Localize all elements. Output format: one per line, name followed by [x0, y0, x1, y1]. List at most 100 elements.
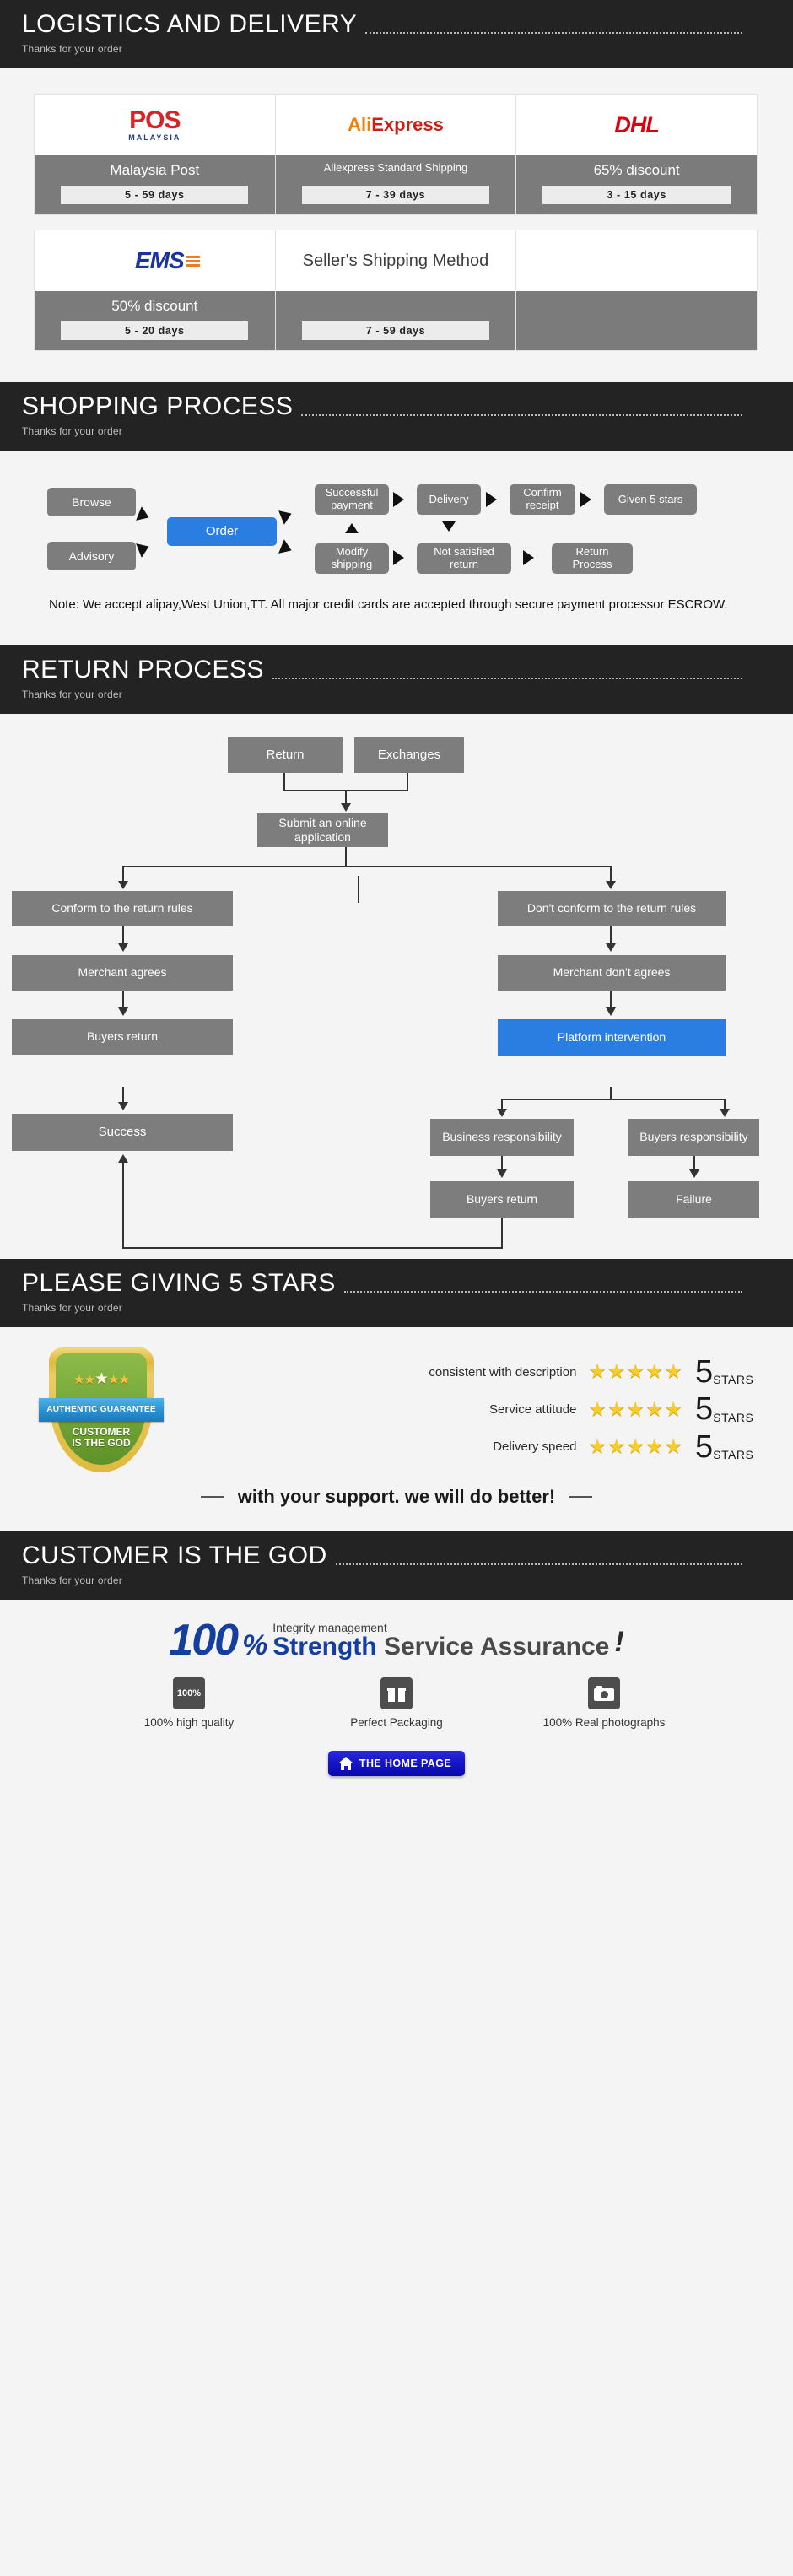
flow-node-successful-payment[interactable]: Successful payment [315, 484, 389, 515]
badge-line-1: CUSTOMER [72, 1425, 131, 1438]
page-title: RETURN PROCESS [22, 655, 265, 683]
rating-rows: consistent with description ★★★★★ 5 STAR… [160, 1349, 768, 1470]
dotted-rule [343, 1290, 742, 1293]
connector [122, 865, 124, 883]
home-button-label: THE HOME PAGE [359, 1758, 452, 1769]
arrow-down-icon [118, 1101, 128, 1110]
badge-ribbon-label: AUTHENTIC GUARANTEE [39, 1397, 164, 1422]
connector [122, 865, 612, 867]
promise-row: 100% 100% high quality Perfect Packaging… [0, 1677, 793, 1729]
section-banner-shopping: SHOPPING PROCESS Thanks for your order [0, 382, 793, 451]
dotted-rule [335, 1563, 742, 1565]
flow-node-modify-shipping[interactable]: Modify shipping [315, 543, 389, 574]
assurance-exclamation: ! [614, 1626, 624, 1658]
home-page-button[interactable]: THE HOME PAGE [327, 1751, 466, 1776]
banner-subtitle: Thanks for your order [22, 1301, 122, 1314]
arrow-down-icon [118, 942, 128, 952]
flow-node-order[interactable]: Order [167, 517, 277, 546]
connector [122, 1086, 124, 1105]
flow-node-given-5-stars[interactable]: Given 5 stars [604, 484, 697, 515]
carrier-name: 50% discount [111, 298, 198, 314]
payment-note: Note: We accept alipay,West Union,TT. Al… [49, 597, 728, 612]
shipping-cell-ems: EMS 50% discount 5 - 20 days [34, 230, 276, 351]
return-node-merchant-agrees[interactable]: Merchant agrees [12, 954, 233, 991]
delivery-time-badge: 3 - 15 days [542, 186, 731, 204]
return-flowchart: Return Exchanges Submit an online applic… [0, 713, 793, 1085]
banner-title-row: RETURN PROCESS [22, 655, 793, 683]
rating-score: 5 STARS [695, 1430, 768, 1462]
divider-dash-left [200, 1495, 224, 1498]
assurance-percent-number: 100 [169, 1615, 239, 1665]
arrow-browse-to-order-icon [136, 506, 152, 525]
connector [610, 1086, 612, 1100]
arrow-delivery-to-not-satisfied-icon [442, 521, 456, 532]
promise-real-photos: 100% Real photographs [524, 1677, 684, 1729]
flow-node-return-process[interactable]: Return Process [552, 543, 633, 574]
ems-logo-text: EMS [134, 247, 185, 273]
return-node-merchant-not-agrees[interactable]: Merchant don't agrees [498, 954, 726, 991]
flow-node-not-satisfied-return[interactable]: Not satisfied return [417, 543, 511, 574]
flow-node-browse[interactable]: Browse [47, 488, 136, 516]
home-button-wrap: THE HOME PAGE [0, 1729, 793, 1776]
connector [345, 789, 347, 805]
connector-stub [358, 875, 359, 903]
page-title: CUSTOMER IS THE GOD [22, 1541, 327, 1569]
return-node-business-responsibility[interactable]: Business responsibility [430, 1118, 574, 1156]
arrow-advisory-to-order-icon [136, 539, 152, 558]
connector [610, 990, 612, 1011]
return-node-buyers-return-left[interactable]: Buyers return [12, 1018, 233, 1055]
arrow-down-icon [118, 880, 128, 889]
return-node-not-conform[interactable]: Don't conform to the return rules [498, 890, 726, 926]
connector [693, 1155, 695, 1173]
return-node-platform-intervention[interactable]: Platform intervention [498, 1018, 726, 1056]
dotted-rule [365, 32, 742, 34]
shipping-row-2: EMS 50% discount 5 - 20 days Seller's Sh… [34, 230, 759, 351]
return-node-return[interactable]: Return [228, 737, 343, 773]
return-node-submit-application[interactable]: Submit an online application [257, 813, 388, 847]
connector [610, 865, 612, 883]
arrow-into-not-satisfied-icon [393, 550, 404, 565]
return-node-conform[interactable]: Conform to the return rules [12, 890, 233, 926]
arrow-delivery-to-confirm-icon [486, 492, 497, 507]
rating-stars-icon: ★★★★★ [588, 1360, 683, 1384]
shipping-row-1: POS MALAYSIA Malaysia Post 5 - 59 days A… [34, 94, 759, 215]
pos-malaysia-logo: POS MALAYSIA [35, 95, 275, 155]
flow-node-confirm-receipt[interactable]: Confirm receipt [510, 484, 575, 515]
banner-title-row: LOGISTICS AND DELIVERY [22, 12, 793, 37]
return-node-buyers-return-right[interactable]: Buyers return [430, 1180, 574, 1218]
connector [501, 1098, 726, 1100]
sellers-method-text: Seller's Shipping Method [275, 230, 516, 291]
arrow-up-icon [118, 1153, 128, 1163]
shipping-table-wrap: POS MALAYSIA Malaysia Post 5 - 59 days A… [0, 68, 793, 367]
rating-stars-icon: ★★★★★ [588, 1397, 683, 1421]
section-banner-logistics: LOGISTICS AND DELIVERY Thanks for your o… [0, 0, 793, 68]
arrow-down-icon [497, 1108, 507, 1117]
dotted-rule [301, 414, 742, 416]
return-node-success[interactable]: Success [12, 1113, 233, 1151]
banner-subtitle: Thanks for your order [22, 43, 122, 55]
arrow-order-to-payment-icon [278, 506, 294, 525]
connector [122, 1162, 124, 1249]
return-node-buyers-responsibility[interactable]: Buyers responsibility [628, 1118, 759, 1156]
shipping-cell-dhl: DHL 65% discount 3 - 15 days [515, 94, 758, 215]
rating-number: 5 [695, 1391, 714, 1428]
product-description-page: LOGISTICS AND DELIVERY Thanks for your o… [0, 0, 793, 1776]
arrow-confirm-to-stars-icon [580, 492, 591, 507]
flow-node-advisory[interactable]: Advisory [47, 542, 136, 570]
return-node-failure[interactable]: Failure [628, 1180, 759, 1218]
flow-node-delivery[interactable]: Delivery [417, 484, 481, 515]
promise-label: 100% high quality [143, 1716, 235, 1729]
authentic-guarantee-badge-icon: ★★★★★ AUTHENTIC GUARANTEE CUSTOMER IS TH… [39, 1342, 164, 1477]
shipping-cell-aliexpress: AliExpress Aliexpress Standard Shipping … [274, 94, 517, 215]
return-node-exchanges[interactable]: Exchanges [354, 737, 464, 773]
shipping-info: 65% discount 3 - 15 days [516, 155, 757, 214]
shipping-info [516, 291, 757, 350]
banner-title-row: PLEASE GIVING 5 STARS [22, 1270, 793, 1296]
shipping-info: Malaysia Post 5 - 59 days [35, 155, 275, 214]
connector [501, 1218, 503, 1249]
divider-dash-right [569, 1495, 593, 1498]
connector [724, 1098, 726, 1110]
connector [122, 990, 124, 1011]
arrow-modify-to-payment-icon [345, 523, 359, 533]
rating-score: 5 STARS [695, 1391, 768, 1428]
